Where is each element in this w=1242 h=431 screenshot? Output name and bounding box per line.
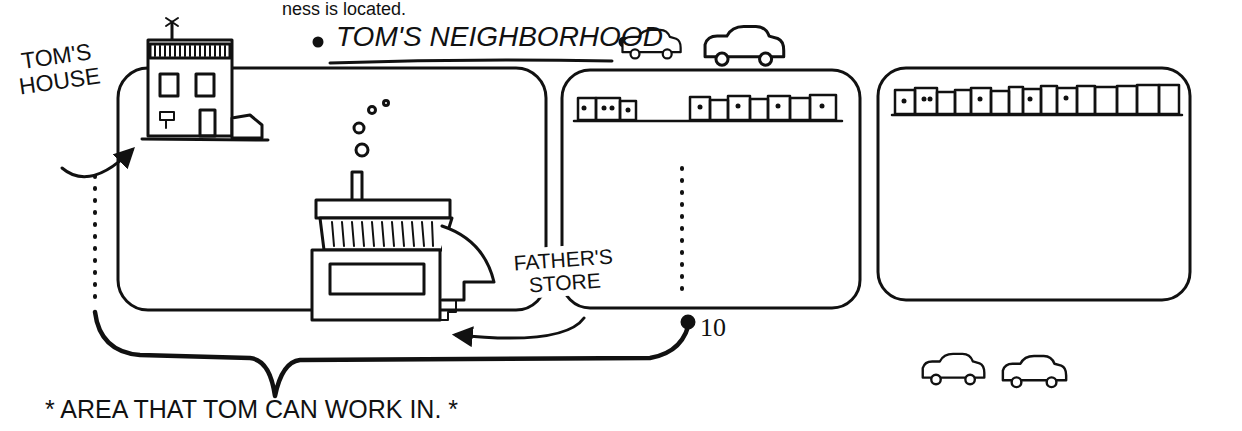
store-label: FATHER'S STORE [504,242,623,300]
house-drawing [142,18,268,140]
pointer-arrow [456,318,584,338]
car-icon [705,26,784,65]
house-label: TOM'S HOUSE [7,38,109,101]
bound-dotted-line [680,168,684,300]
city-block [878,68,1190,300]
page-number: 10 [700,314,726,343]
store-drawing [312,101,494,321]
title-underline [330,60,612,63]
pointer-arrow [62,150,132,177]
car-icon [1003,356,1066,387]
building-row [892,85,1182,115]
car-icon [923,354,985,384]
bound-dotted-line [93,176,97,302]
title-text: TOM'S NEIGHBORHOOD [336,20,663,54]
area-brace [95,312,690,396]
title-bullet [314,38,322,46]
area-note: * AREA THAT TOM CAN WORK IN. * [45,396,458,424]
brace-end [682,316,694,328]
building-row [574,95,842,121]
cut-off-text: ness is located. [282,0,406,20]
